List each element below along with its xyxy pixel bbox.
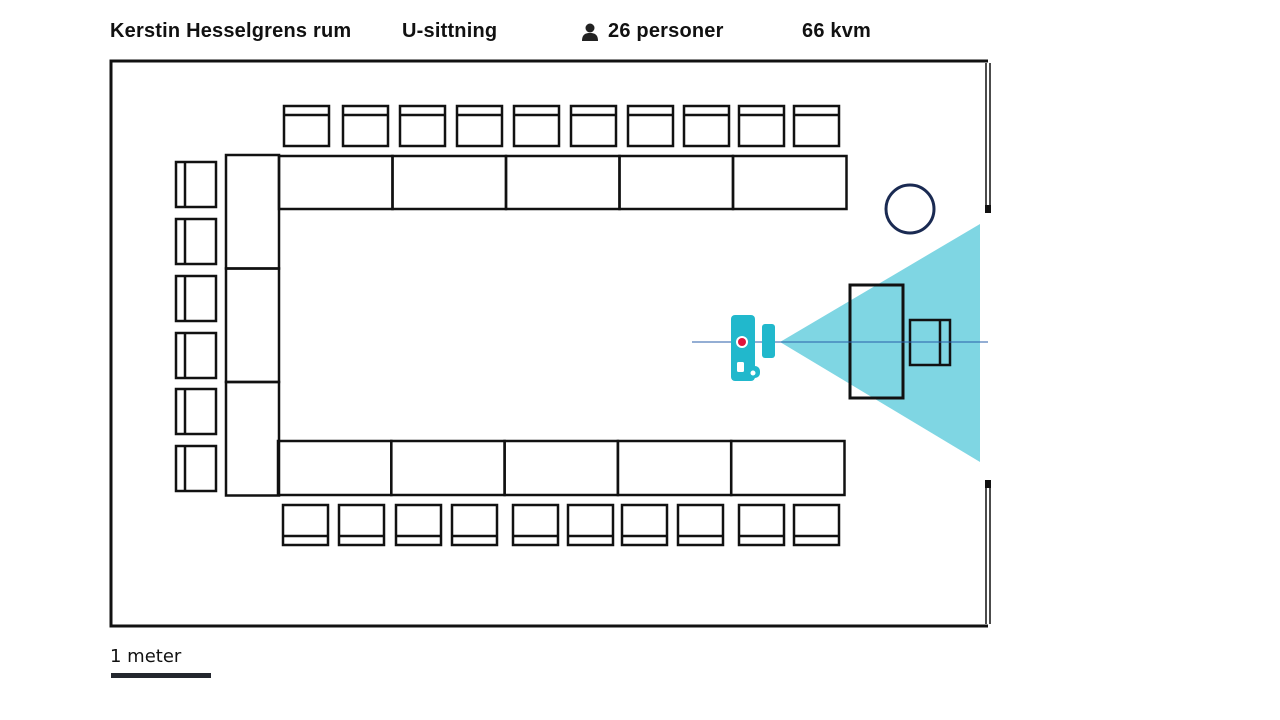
- projector-icon: [731, 315, 775, 381]
- left-chairs: [174, 160, 218, 493]
- chair: [737, 104, 786, 148]
- door-wall-lower: [985, 480, 991, 624]
- table: [616, 439, 733, 497]
- person-icon: [582, 23, 598, 41]
- flipchart-circle: [884, 183, 936, 235]
- chair: [174, 331, 218, 380]
- table: [276, 439, 393, 497]
- capacity-text: 26 personer: [608, 20, 724, 42]
- chair: [281, 503, 330, 547]
- chair: [511, 503, 560, 547]
- layout-type: U-sittning: [402, 20, 498, 42]
- chair: [569, 104, 618, 148]
- table: [224, 380, 281, 497]
- table: [618, 154, 735, 211]
- table: [277, 154, 394, 211]
- bottom-chairs: [281, 503, 841, 547]
- chair: [174, 217, 218, 266]
- chair: [455, 104, 504, 148]
- chair: [682, 104, 731, 148]
- chair: [792, 503, 841, 547]
- left-tables: [224, 153, 281, 497]
- top-tables: [277, 154, 848, 211]
- chair: [450, 503, 499, 547]
- chair: [174, 160, 218, 209]
- scale-label: 1 meter: [110, 646, 182, 667]
- chair: [792, 104, 841, 148]
- chair: [174, 274, 218, 323]
- scale-bar: [111, 673, 211, 678]
- chair: [174, 444, 218, 493]
- table: [729, 439, 846, 497]
- door-wall-upper: [985, 63, 991, 213]
- room-name: Kerstin Hesselgrens rum: [110, 20, 352, 42]
- chair: [174, 387, 218, 436]
- table: [224, 153, 281, 270]
- chair: [341, 104, 390, 148]
- table: [731, 154, 848, 211]
- table: [390, 439, 506, 497]
- chair: [512, 104, 561, 148]
- capacity: 26 personer: [580, 20, 724, 43]
- table: [391, 154, 508, 211]
- chair: [394, 503, 443, 547]
- table: [503, 439, 620, 497]
- chair: [282, 104, 331, 148]
- table: [504, 154, 621, 211]
- table: [224, 267, 281, 384]
- room-walls: [109, 59, 988, 628]
- chair: [620, 503, 669, 547]
- chair: [737, 503, 786, 547]
- chair: [566, 503, 615, 547]
- top-chairs: [282, 104, 841, 148]
- chair: [398, 104, 447, 148]
- chair: [626, 104, 675, 148]
- bottom-tables: [276, 439, 846, 497]
- chair: [337, 503, 386, 547]
- projector-beam: [780, 224, 980, 462]
- room-area: 66 kvm: [802, 20, 872, 42]
- chair: [676, 503, 725, 547]
